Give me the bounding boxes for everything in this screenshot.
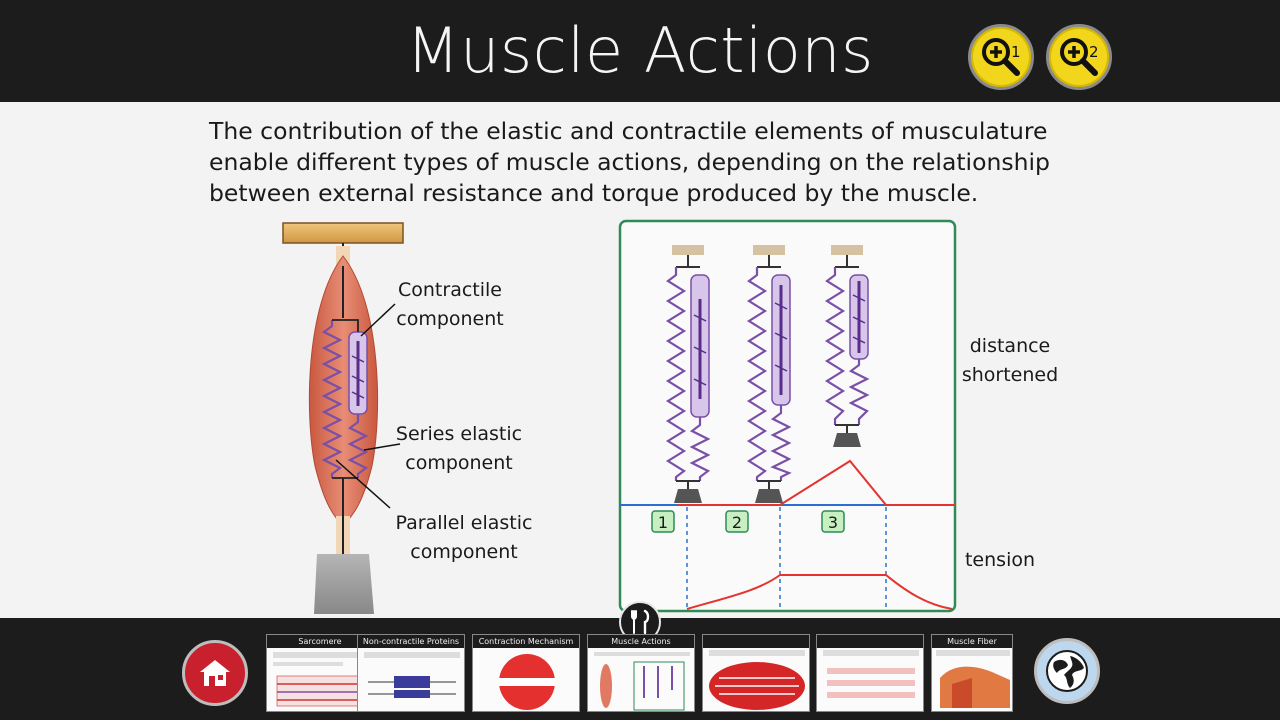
intro-text: The contribution of the elastic and cont… [209, 117, 1050, 207]
zoom-2-button[interactable]: 2 [1046, 24, 1112, 90]
header-bar: Muscle Actions 1 2 [0, 0, 1280, 102]
muscle-unit-1 [665, 255, 711, 503]
zoom-in-icon: 2 [1060, 38, 1099, 76]
series-elastic-spring [347, 414, 369, 478]
zoom-1-label: 1 [1011, 43, 1021, 61]
parallel-elastic-label: Parallel elastic component [395, 512, 533, 563]
thumbnail-title: Sarcomere [267, 635, 373, 648]
globe-button[interactable] [1034, 638, 1100, 704]
thumbnail-muscle-actions[interactable]: Muscle Actions [587, 634, 695, 712]
zoom-1-button[interactable]: 1 [968, 24, 1034, 90]
phase-2-badge: 2 [732, 513, 742, 532]
thumbnail-title: Contraction Mechanism [473, 635, 579, 648]
tension-curve [686, 574, 953, 610]
thumbnail-title: Muscle Actions [588, 635, 694, 648]
muscle-unit-2 [746, 255, 792, 503]
thumbnail-muscle-fiber[interactable]: Muscle Fiber [931, 634, 1013, 712]
tension-label: tension [964, 549, 1036, 571]
zoom-2-label: 2 [1089, 43, 1099, 61]
thumbnail-title [703, 635, 809, 648]
distance-shortened-label: distance shortened [961, 335, 1059, 386]
page-title: Muscle Actions [406, 14, 874, 87]
thumbnail-title [817, 635, 923, 648]
thumbnail-preview [709, 650, 805, 710]
anchor-2 [753, 245, 785, 255]
series-elastic-label: Series elastic component [395, 423, 523, 474]
fixed-bar [282, 222, 404, 244]
thumbnail-preview [499, 654, 555, 710]
thumbnail-preview [364, 652, 460, 698]
thumbnail-title: Non-contractile Proteins [358, 635, 464, 648]
thumbnail-contraction-mechanism[interactable]: Contraction Mechanism [472, 634, 580, 712]
home-icon [200, 660, 230, 686]
muscle-unit-3 [824, 255, 870, 447]
muscle-model-diagram [282, 222, 404, 614]
thumbnail-preview [594, 652, 690, 711]
thumbnail-non-contractile-proteins[interactable]: Non-contractile Proteins [357, 634, 465, 712]
phase-3-badge: 3 [828, 513, 838, 532]
thumbnail-5[interactable] [702, 634, 810, 712]
contractile-label: Contractile component [396, 279, 504, 330]
globe-icon [1046, 650, 1088, 692]
thumbnail-preview [823, 650, 919, 698]
thumbnail-title: Muscle Fiber [932, 635, 1012, 648]
weight-block [314, 554, 374, 614]
zoom-in-icon: 1 [982, 38, 1021, 76]
thumbnail-preview [936, 650, 1010, 708]
distance-curve [678, 459, 955, 506]
tools-icon [631, 609, 650, 635]
thumbnail-sarcomere[interactable]: Sarcomere [266, 634, 374, 712]
home-button[interactable] [182, 640, 248, 706]
parallel-elastic-spring [321, 320, 343, 478]
muscle-action-diagram: 1 2 3 [618, 219, 957, 613]
anchor-1 [672, 245, 704, 255]
phase-1-badge: 1 [658, 513, 668, 532]
anchor-3 [831, 245, 863, 255]
thumbnail-6[interactable] [816, 634, 924, 712]
